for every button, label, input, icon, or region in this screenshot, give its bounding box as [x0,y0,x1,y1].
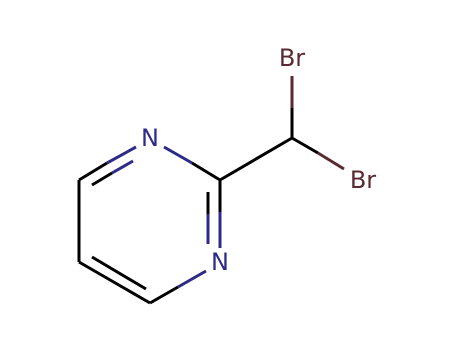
bond-c6-n1-c-half [78,161,108,182]
bond-n3-c4-n-half [177,269,207,289]
bond-n1-c2-n-half [163,145,193,165]
bond-c4-c5-inner [91,255,147,291]
bond-ch-br2-br-half [317,151,345,171]
bond-c2-ch [219,136,293,182]
bond-ch-br2-c-half [291,136,319,155]
bond-c4-c5 [78,260,151,305]
atom-br1-label: Br [279,44,305,72]
atom-n2-label: N [211,248,229,276]
atom-br2-label: Br [350,166,376,194]
atom-n1-label: N [141,124,159,152]
bond-c6-n1-n-half [106,145,137,165]
bond-n3-c4-c-half [149,285,179,305]
bond-c6-n1-inner-n [111,159,134,175]
bond-c6-n1-inner-c [91,171,113,187]
bond-n1-c2-c-half [191,161,221,182]
